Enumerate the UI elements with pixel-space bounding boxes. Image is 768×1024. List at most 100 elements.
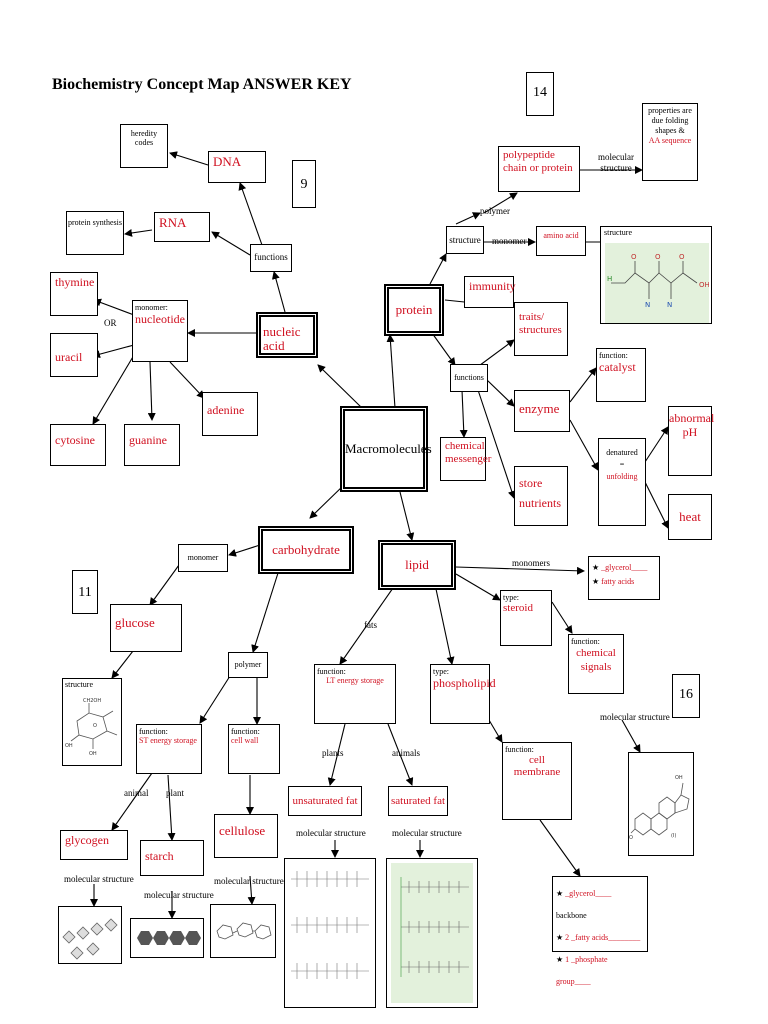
glycogen-structure-image [58,906,122,964]
cytosine-box: cytosine [50,424,106,466]
glycogen-label: glycogen [65,833,109,847]
cellulose-molecular-structure-label: molecular structure [214,876,284,886]
thymine-label: thymine [55,275,95,289]
monomer-label: monomer: [135,303,168,312]
question-11-number: 11 [78,585,92,600]
fats-label: fats [364,620,377,630]
st-energy-label: ST energy storage [139,736,197,745]
macromolecules-node: Macromolecules [340,406,432,492]
dna-box: DNA [208,151,266,183]
monomer-arrow-label: monomer [492,236,527,246]
chem-signals-function-label: function: [571,637,600,646]
protein-synthesis-label: protein synthesis [68,218,122,227]
enzyme-label: enzyme [519,401,560,416]
catalyst-function-label: function: [599,351,628,360]
pl-backbone-label: backbone [556,911,587,920]
cell-membrane-function-label: function: [505,745,534,754]
unsaturated-structure-image [284,858,376,1008]
nucleotide-box: monomer: nucleotide [132,300,188,362]
glycogen-molecular-structure-label: molecular structure [64,874,134,884]
svg-text:O: O [629,835,633,841]
catalyst-box: function: catalyst [596,348,646,402]
plant-label: plant [166,788,184,798]
question-14-box: 14 [526,72,554,116]
heat-box: heat [668,494,712,540]
nucleic-functions-box: functions [250,244,292,272]
question-16-number: 16 [679,687,693,702]
carb-monomer-box: monomer [178,544,228,572]
svg-text:OH: OH [89,751,97,757]
question-14-number: 14 [533,85,547,100]
glycogen-chain-icon [62,918,118,960]
heredity-codes-box: heredity codes [120,124,168,168]
protein-synthesis-box: protein synthesis [66,211,124,255]
glucose-label: glucose [115,615,155,630]
carbohydrate-node: carbohydrate [258,526,354,574]
animal-label: animal [124,788,149,798]
traits-label: traits/ structures [519,311,562,336]
starch-molecular-structure-label: molecular structure [144,890,214,900]
polypeptide-box: polypeptide chain or protein [498,146,580,192]
glycerol-label: _glycerol____ [601,563,648,572]
carb-polymer-box: polymer [228,652,268,678]
carbohydrate-label: carbohydrate [272,542,340,557]
denatured-label: denatured [606,448,638,457]
unsaturated-fat-label: unsaturated fat [292,795,358,807]
lt-energy-label: LT energy storage [326,676,384,685]
svg-text:OH: OH [65,743,73,749]
question-16-box: 16 [672,674,700,718]
glycogen-box: glycogen [60,830,128,860]
immunity-box: immunity [464,276,516,308]
phospholipid-box: type: phospholipid [430,664,496,724]
phospholipid-type-label: type: [433,667,449,676]
fatty-acids-label: fatty acids [601,577,635,586]
polypeptide-molecular-structure-label: molecular structure [598,152,634,173]
chemical-messenger-label: chemical messenger [445,440,492,465]
pl-glycerol-label: _glycerol____ [565,889,612,898]
question-11-box: 11 [72,570,98,614]
polymer-arrow-label: polymer [480,206,510,216]
unsaturated-molecular-structure-label: molecular structure [296,828,366,838]
cell-wall-box: function: cell wall [228,724,280,774]
denatured-box: denatured = unfolding [598,438,646,526]
svg-text:N: N [645,301,650,309]
guanine-box: guanine [124,424,180,466]
phospholipid-parts-box: ★ _glycerol____ backbone ★ 2 _fatty acid… [552,876,648,986]
glucose-box: glucose [110,604,182,652]
or-label: OR [104,318,117,328]
abnormal-ph-box: abnormal pH [668,406,715,476]
lipid-monomers-label: monomers [512,558,550,568]
svg-text:N: N [667,301,672,309]
lt-energy-box: function: LT energy storage [314,664,396,724]
pl-phosphate-label: 1 _phosphate group____ [556,955,608,986]
cellulose-structure-image [210,904,276,958]
dna-label: DNA [213,154,242,169]
heredity-codes-label: heredity codes [130,129,158,147]
saturated-molecular-structure-label: molecular structure [392,828,462,838]
saturated-fat-label: saturated fat [390,795,446,807]
store-nutrients-box: store nutrients [514,466,568,526]
steroid-type-label: type: [503,593,519,602]
guanine-label: guanine [129,433,167,447]
abnormal-ph-label: abnormal pH [669,411,715,439]
cytosine-label: cytosine [55,433,95,447]
cellulose-label: cellulose [219,823,266,838]
carb-polymer-label: polymer [234,660,262,669]
saturated-structure-image [386,858,478,1008]
svg-text:CH2OH: CH2OH [83,698,101,704]
amino-acid-structure-label: structure [604,228,632,237]
cellwall-function-label: function: [231,727,260,736]
uracil-label: uracil [55,350,83,364]
svg-text:H: H [607,275,612,283]
adenine-label: adenine [207,403,245,417]
svg-text:O: O [679,253,685,261]
cell-membrane-box: function: cell membrane [502,742,572,820]
starch-box: starch [140,840,204,876]
nucleic-acid-node: nucleic acid [256,312,318,358]
adenine-box: adenine [202,392,258,436]
thymine-box: thymine [50,272,98,316]
